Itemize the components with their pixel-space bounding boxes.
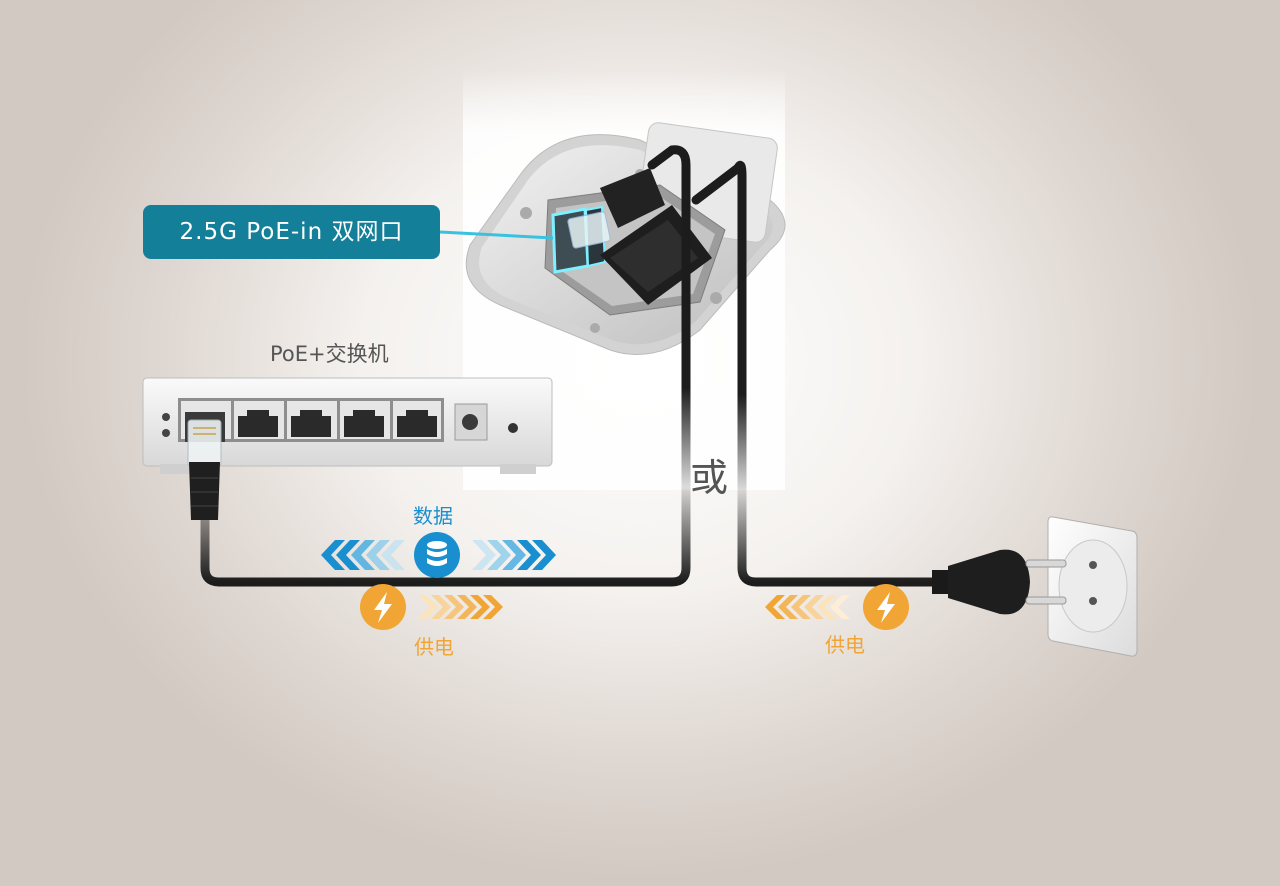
database-icon xyxy=(414,532,460,578)
power-arrows-left-link xyxy=(418,595,503,619)
data-arrows-right xyxy=(472,540,556,570)
wall-socket-icon xyxy=(1047,516,1138,657)
data-label: 数据 xyxy=(413,504,453,528)
lightning-bolt-icon xyxy=(863,584,909,630)
power-label-right: 供电 xyxy=(825,633,865,657)
power-label-left: 供电 xyxy=(414,635,454,659)
power-cable xyxy=(691,160,940,587)
or-label: 或 xyxy=(690,456,729,500)
ethernet-cable xyxy=(200,145,691,587)
poe-in-ports-callout: 2.5G PoE-in 双网口 xyxy=(143,205,440,259)
power-arrows-right-link xyxy=(765,595,850,619)
ap-rj45-plug xyxy=(567,168,665,249)
switch-title: PoE+交换机 xyxy=(270,342,389,366)
lightning-bolt-icon xyxy=(360,584,406,630)
switch-rj45-plug xyxy=(185,412,225,520)
power-plug-icon xyxy=(932,549,1067,615)
data-arrows-left xyxy=(321,540,405,570)
callout-leader-line xyxy=(439,230,554,240)
